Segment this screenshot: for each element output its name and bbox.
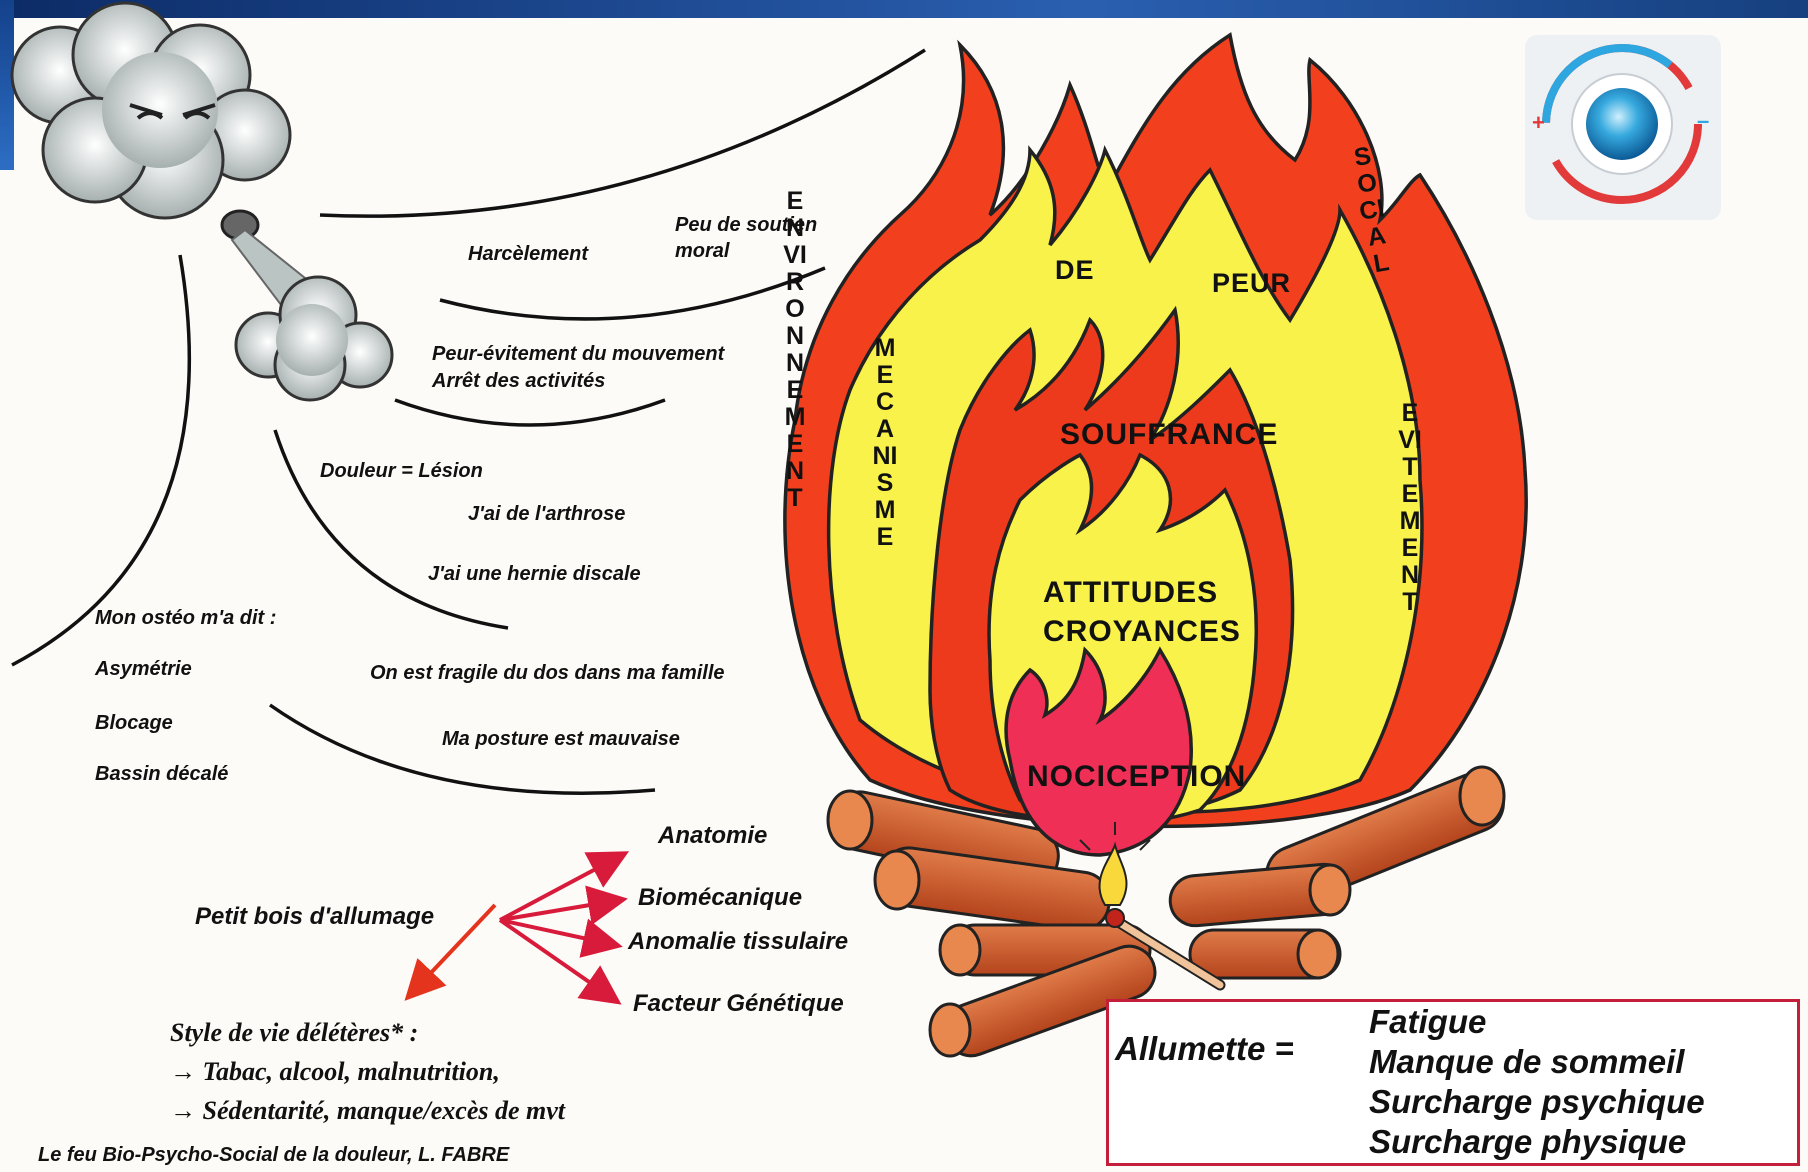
layer-attitudes: ATTITUDES [1043,576,1218,610]
flame-core-nociception [1006,650,1191,855]
layer-mecanisme: MECANISME [870,335,900,551]
logo-plus: + [1532,110,1545,136]
kindling-label: Petit bois d'allumage [195,903,434,931]
match-definition-box: Allumette = Fatigue Manque de sommeil Su… [1106,999,1800,1166]
lifestyle-line-1: → Tabac, alcool, malnutrition, [170,1057,500,1087]
layer-peur: PEUR [1212,268,1291,299]
credit-line: Le feu Bio-Psycho-Social de la douleur, … [38,1144,509,1167]
kindling-anomalie: Anomalie tissulaire [628,928,848,956]
layer-nociception: NOCICEPTION [1027,760,1246,794]
wind-cloud-face-icon [12,3,320,330]
statement-hernie: J'ai une hernie discale [428,563,641,586]
statement-harcelement: Harcèlement [468,243,588,266]
statement-arthrose: J'ai de l'arthrose [468,503,625,526]
layer-environnement: ENVIRONNEMENT [780,188,810,512]
match-label: Allumette = [1115,1030,1294,1068]
match-item-sommeil: Manque de sommeil [1369,1043,1684,1081]
match-item-physique: Surcharge physique [1369,1123,1686,1161]
kindling-anatomie: Anatomie [658,822,767,850]
statement-asymetrie: Asymétrie [95,658,192,681]
kindling-genetique: Facteur Génétique [633,990,844,1018]
statement-fragile: On est fragile du dos dans ma famille [370,662,725,685]
lifestyle-title: Style de vie délétères* : [170,1018,418,1048]
statement-posture: Ma posture est mauvaise [442,728,680,751]
layer-croyances: CROYANCES [1043,615,1241,649]
layer-de: DE [1055,255,1095,286]
statement-bassin: Bassin décalé [95,763,228,786]
statement-blocage: Blocage [95,712,173,735]
layer-evitement: EVITEMENT [1395,400,1425,616]
statement-douleur: Douleur = Lésion [320,460,483,483]
logo-minus: – [1697,108,1709,134]
statement-peur-evitement: Peur-évitement du mouvement [432,343,724,366]
statement-arret: Arrêt des activités [432,370,605,393]
lifestyle-line-2: → Sédentarité, manque/excès de mvt [170,1096,565,1126]
kindling-biomecanique: Biomécanique [638,884,802,912]
kindling-arrows [500,855,622,1000]
puff-cloud-icon [236,277,392,400]
match-item-psychique: Surcharge psychique [1369,1083,1705,1121]
layer-souffrance: SOUFFRANCE [1060,418,1278,452]
match-item-fatigue: Fatigue [1369,1003,1486,1041]
statement-soutien-2: moral [675,240,729,263]
logo-ring-icon [1525,35,1721,220]
statement-osteo: Mon ostéo m'a dit : [95,607,276,630]
